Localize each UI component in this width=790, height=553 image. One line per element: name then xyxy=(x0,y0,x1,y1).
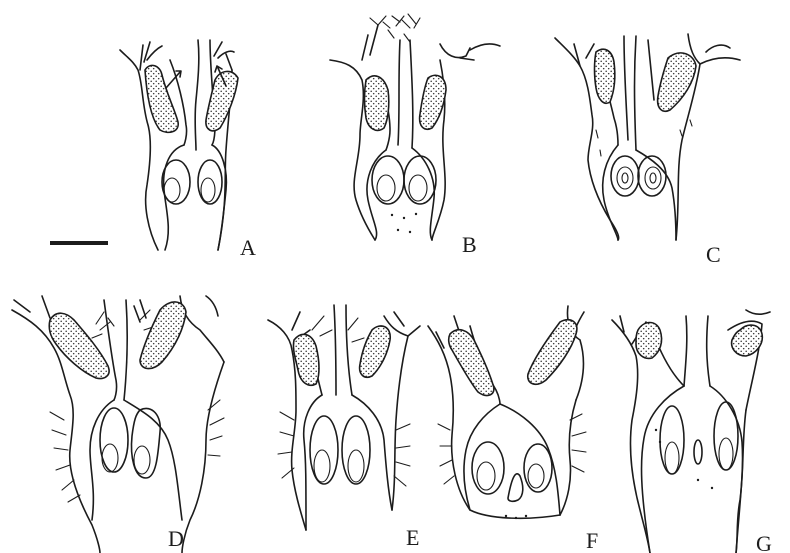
panel-label-d: D xyxy=(168,526,184,551)
panel-label-c: C xyxy=(706,242,721,267)
panel-e-drawing xyxy=(268,305,420,530)
panel-label-f: F xyxy=(586,528,598,553)
panel-label-g: G xyxy=(756,531,772,553)
panel-d-drawing xyxy=(12,296,224,553)
panel-b-drawing xyxy=(330,14,500,240)
panel-label-b: B xyxy=(462,232,477,257)
panel-label-a: A xyxy=(240,235,256,260)
panel-f-drawing xyxy=(428,306,586,519)
panel-a-drawing xyxy=(120,40,238,250)
panel-c-drawing xyxy=(555,34,740,240)
panel-label-e: E xyxy=(406,525,419,550)
panel-g-drawing xyxy=(612,310,770,553)
